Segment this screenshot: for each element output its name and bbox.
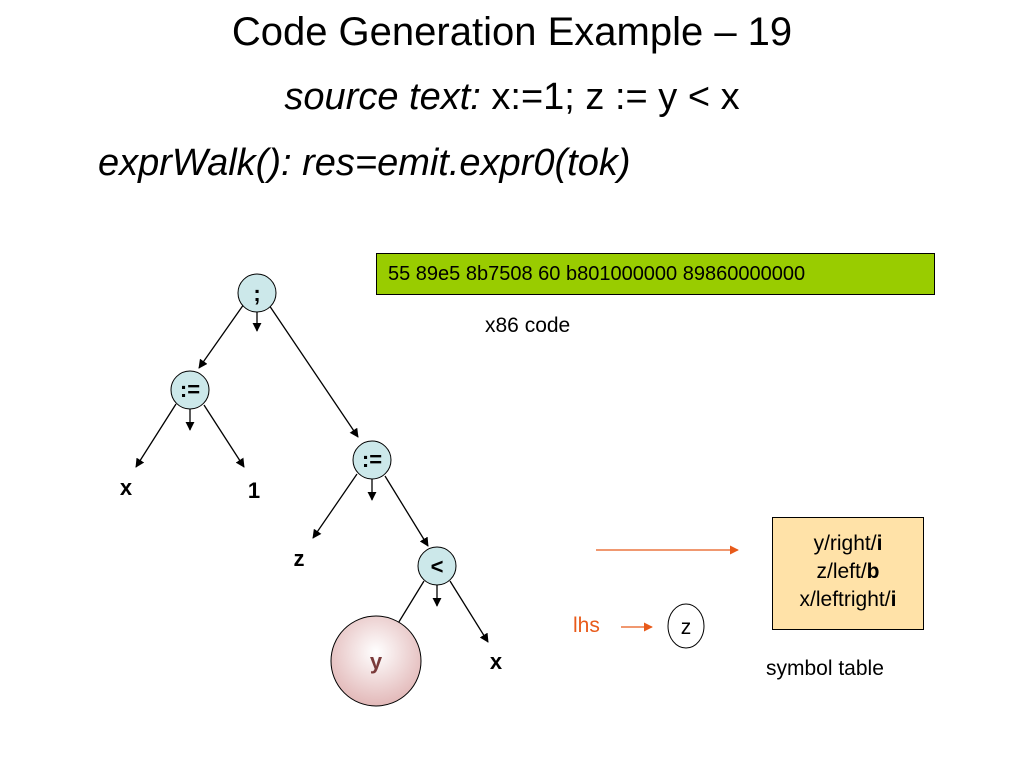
assign2-node: := bbox=[352, 440, 392, 480]
source-text-prefix: source text: bbox=[284, 76, 481, 118]
root-node-label: ; bbox=[253, 281, 260, 306]
symtab-row-flag: b bbox=[866, 560, 880, 583]
symtab-row: y/right/i bbox=[773, 530, 923, 558]
edge-assign1-1 bbox=[203, 404, 245, 468]
edge-assign2-z bbox=[312, 473, 358, 539]
symtab-row-text: z/left/ bbox=[816, 560, 867, 583]
less-right-leaf: x bbox=[490, 649, 503, 674]
less-left-leaf: y bbox=[370, 649, 383, 674]
y-highlight-node bbox=[330, 615, 422, 707]
x86-code-bytes: 55 89e5 8b7508 60 b801000000 89860000000 bbox=[388, 263, 806, 285]
symbol-table-box: y/right/i z/left/b x/leftright/i bbox=[772, 517, 924, 630]
expr-walk-line: exprWalk(): res=emit.expr0(tok) bbox=[98, 142, 631, 184]
x86-code-caption: x86 code bbox=[485, 314, 571, 337]
lhs-label: lhs bbox=[573, 614, 600, 637]
symtab-row-flag: i bbox=[890, 588, 897, 611]
assign1-left-leaf: x bbox=[120, 475, 133, 500]
assign1-right-leaf: 1 bbox=[248, 478, 260, 503]
symtab-row-flag: i bbox=[876, 532, 883, 555]
less-node-label: < bbox=[431, 554, 444, 579]
x86-code-box: 55 89e5 8b7508 60 b801000000 89860000000 bbox=[376, 253, 935, 295]
lhs-value-circle bbox=[667, 603, 705, 649]
edge-root-assign1 bbox=[198, 303, 245, 369]
assign2-node-label: := bbox=[362, 447, 382, 472]
assign1-node: := bbox=[170, 370, 210, 410]
less-node: < bbox=[417, 546, 457, 586]
root-node: ; bbox=[237, 273, 277, 313]
lhs-value: z bbox=[681, 616, 692, 639]
symtab-row-text: y/right/ bbox=[813, 532, 877, 555]
source-code: x:=1; z := y < x bbox=[480, 76, 740, 118]
edge-assign2-less bbox=[384, 475, 429, 547]
symtab-row: x/leftright/i bbox=[773, 586, 923, 614]
edge-less-x bbox=[449, 580, 489, 643]
assign1-node-label: := bbox=[180, 377, 200, 402]
symtab-row-text: x/leftright/ bbox=[799, 588, 891, 611]
assign2-left-leaf: z bbox=[294, 546, 305, 571]
symtab-row: z/left/b bbox=[773, 558, 923, 586]
slide-title: Code Generation Example – 19 bbox=[231, 10, 793, 54]
edge-root-assign2 bbox=[268, 304, 359, 438]
edge-assign1-x bbox=[135, 403, 177, 468]
source-text-line: source text: x:=1; z := y < x bbox=[0, 76, 1024, 119]
symbol-table-caption: symbol table bbox=[766, 657, 884, 680]
